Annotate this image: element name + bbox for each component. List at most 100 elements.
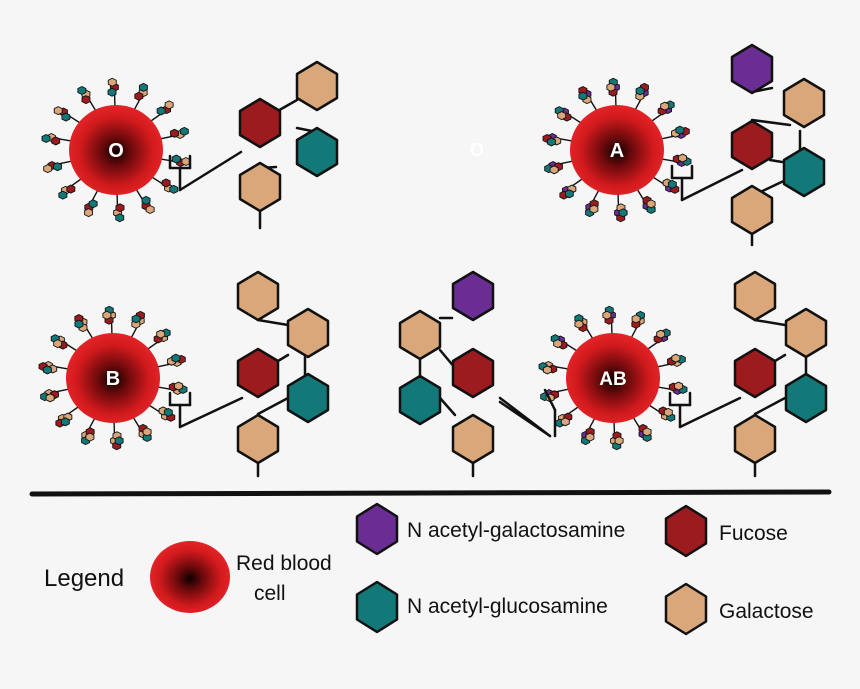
mini-sugar (77, 86, 87, 95)
galnac-hexagon (355, 502, 399, 556)
bond-line (753, 396, 787, 416)
mini-antigen (635, 187, 656, 214)
mini-sugar (114, 436, 124, 446)
glcnac-hexagon (784, 372, 828, 424)
mini-sugar (74, 319, 84, 329)
mini-sugar (646, 205, 656, 214)
mini-antigen (130, 310, 145, 340)
mini-sugar (134, 91, 144, 101)
mini-sugar (557, 111, 567, 121)
mini-antigen (649, 100, 675, 124)
galactose-hexagon-icon (664, 582, 708, 636)
glcnac-hexagon (355, 580, 399, 634)
mini-antigen (657, 125, 690, 141)
mini-antigen (145, 328, 171, 352)
bond-line (256, 396, 290, 416)
mini-sugar (142, 433, 152, 442)
mini-sugar (141, 195, 151, 205)
mini-antigen (634, 82, 649, 112)
mini-antigen (77, 86, 98, 113)
galactose-hexagon (236, 413, 280, 465)
rbc-body (570, 105, 664, 195)
mini-antigen (133, 82, 148, 112)
mini-antigen (646, 403, 676, 422)
mini-sugar (53, 106, 63, 116)
mini-antigen (153, 353, 186, 369)
mini-antigen (43, 159, 76, 174)
galactose-hexagon (236, 270, 280, 322)
glcnac-hexagon (782, 146, 826, 198)
mini-sugar (179, 126, 189, 136)
mini-antigen (157, 154, 191, 167)
glcnac-hexagon (286, 372, 330, 424)
mini-antigen (559, 176, 585, 200)
mini-antigen (53, 106, 83, 125)
galactose-hexagon (782, 77, 826, 129)
legend-glcnac-label: N acetyl-glucosamine (407, 595, 608, 618)
mini-antigen (146, 403, 176, 422)
mini-antigen (40, 387, 73, 403)
mini-sugar (145, 205, 155, 214)
fucose-hexagon (664, 504, 708, 558)
cell-label-ab: AB (599, 369, 626, 390)
mini-antigen (154, 381, 188, 395)
mini-sugar (671, 353, 681, 363)
galnac-hexagon (451, 270, 495, 322)
mini-sugar (174, 381, 184, 391)
legend-divider (29, 489, 832, 497)
mini-antigen (554, 106, 584, 125)
bond-line (768, 158, 784, 164)
mini-sugar (84, 208, 94, 218)
mini-sugar (546, 137, 556, 147)
mini-sugar (646, 199, 656, 209)
mini-sugar (642, 433, 652, 442)
mini-antigen (107, 77, 119, 108)
cell-label-b: B (106, 368, 120, 390)
rbc-body (66, 333, 160, 423)
fucose-hexagon (238, 97, 282, 149)
mini-antigen (110, 420, 124, 451)
mini-sugar (663, 407, 673, 417)
mini-sugar (88, 199, 98, 209)
mini-sugar (107, 87, 117, 97)
mini-sugar (142, 427, 152, 437)
galactose-hexagon (286, 307, 330, 359)
mini-antigen (148, 100, 174, 124)
mini-antigen (58, 176, 84, 200)
mini-antigen (550, 334, 580, 353)
galactose-hexagon (451, 413, 495, 465)
mini-sugar (635, 86, 645, 96)
rbc-body (69, 105, 163, 195)
mini-sugar (574, 319, 584, 329)
mini-sugar (43, 164, 53, 174)
link-line (680, 168, 744, 202)
galactose-hexagon (733, 270, 777, 322)
mini-antigen (38, 361, 72, 375)
legend-fucose-label: Fucose (719, 522, 788, 545)
legend-rbc-label-line2: cell (254, 582, 286, 605)
antigen-chain-a (670, 43, 826, 247)
cell-label-a: A (610, 140, 624, 162)
bond-line (753, 318, 787, 327)
mini-sugar (589, 204, 599, 214)
mini-sugar (60, 417, 70, 427)
galactose-hexagon (664, 582, 708, 636)
bond-line (438, 396, 457, 417)
legend-rbc-label-line1: Red blood (236, 552, 332, 575)
mini-antigen (149, 175, 179, 194)
mini-antigen (631, 415, 652, 442)
cell-label-o: O (108, 140, 124, 162)
mini-sugar (156, 106, 166, 116)
mini-antigen (50, 334, 80, 353)
mini-antigen (131, 415, 152, 442)
legend-galactose-label: Galactose (719, 600, 814, 623)
galactose-hexagon (295, 60, 339, 112)
antigen-chains-layer (168, 43, 828, 478)
mini-antigen (84, 188, 99, 218)
mini-sugar (602, 310, 612, 320)
link-line (178, 150, 243, 192)
mini-sugar (156, 329, 166, 339)
mini-sugar (61, 112, 71, 122)
mini-sugar (553, 339, 563, 349)
